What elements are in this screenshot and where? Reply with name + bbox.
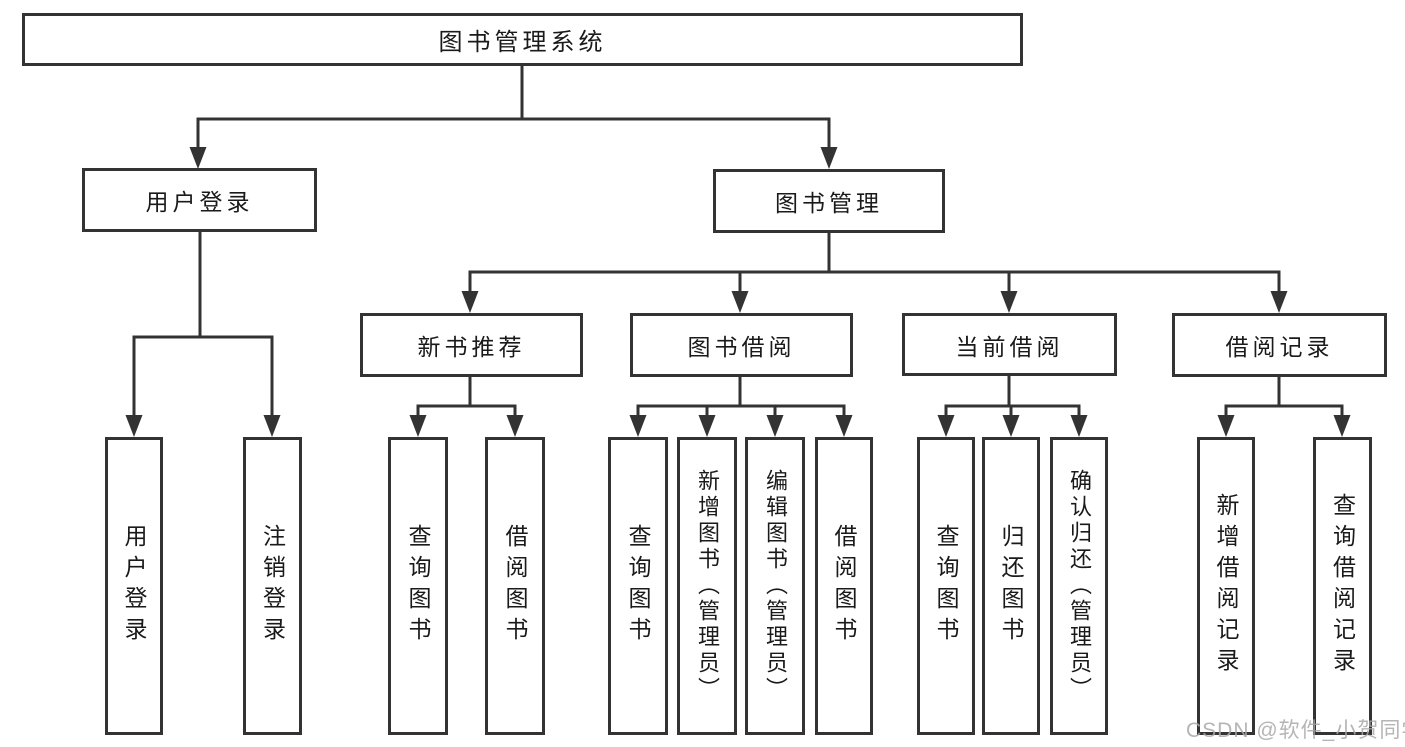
leaf-borrow-books-borrowing: 借阅图书 [815, 437, 873, 735]
leaf-add-borrow-record: 新增借阅记录 [1197, 437, 1255, 735]
leaf-query-books-current: 查询图书 [917, 437, 975, 735]
leaf-query-books-recommend: 查询图书 [388, 437, 448, 735]
node-user-login-branch: 用户登录 [82, 168, 317, 232]
csdn-watermark: CSDN @软件_小贺同学 [1186, 719, 1405, 742]
node-book-management: 图书管理 [713, 169, 945, 233]
node-current-borrowing: 当前借阅 [902, 313, 1117, 376]
node-borrowing-records: 借阅记录 [1172, 313, 1387, 377]
node-book-borrowing: 图书借阅 [630, 313, 853, 377]
leaf-add-book-admin: 新增图书（管理员） [677, 437, 737, 735]
node-new-book-recommend: 新书推荐 [360, 313, 583, 377]
leaf-query-borrow-record: 查询借阅记录 [1313, 437, 1372, 735]
leaf-query-books-borrowing: 查询图书 [608, 437, 668, 735]
leaf-user-login: 用户登录 [105, 437, 163, 735]
leaf-logout: 注销登录 [243, 437, 302, 735]
node-library-system: 图书管理系统 [22, 13, 1023, 66]
leaf-borrow-books-recommend: 借阅图书 [485, 437, 545, 735]
leaf-edit-book-admin: 编辑图书（管理员） [745, 437, 805, 735]
leaf-confirm-return-admin: 确认归还（管理员） [1050, 437, 1108, 735]
leaf-return-book: 归还图书 [982, 437, 1040, 735]
